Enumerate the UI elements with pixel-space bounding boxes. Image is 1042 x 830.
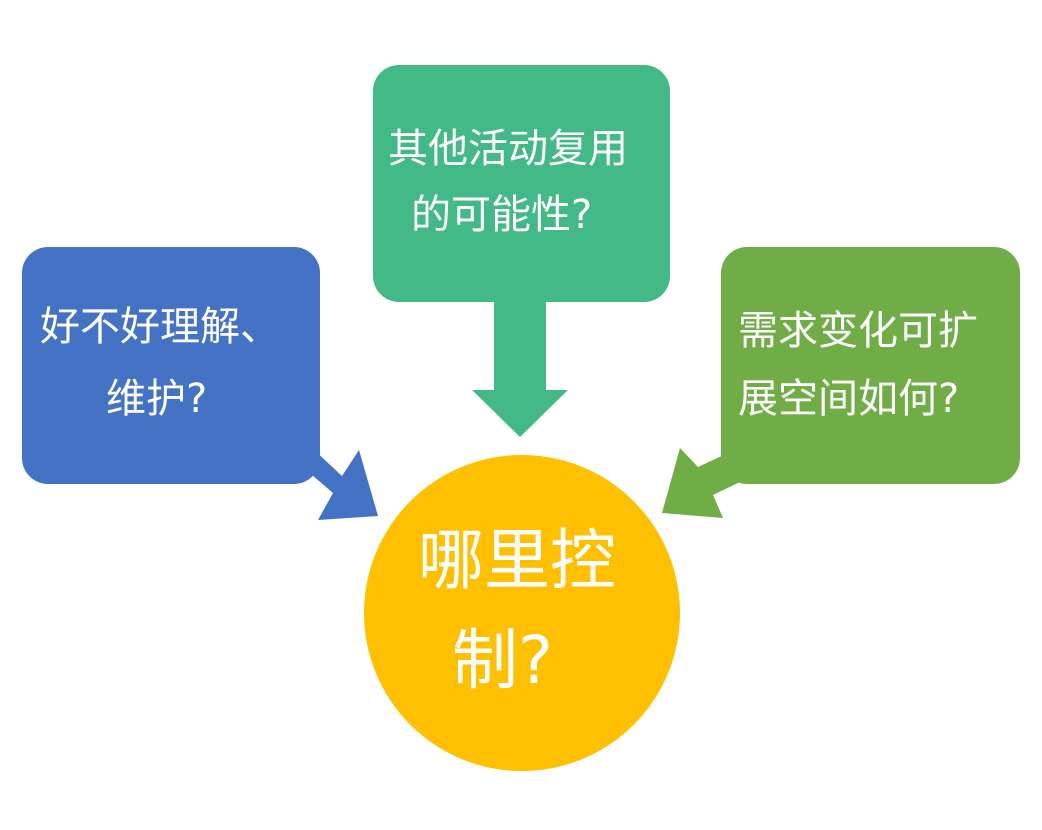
box-extensibility: 需求变化可扩 展空间如何? bbox=[721, 247, 1020, 484]
center-line2: 制? bbox=[452, 622, 554, 699]
arrow-top-to-center bbox=[472, 302, 568, 437]
box-understand-maintain: 好不好理解、 维护? bbox=[22, 247, 320, 484]
center-line1: 哪里控 bbox=[418, 522, 616, 599]
center-circle: 哪里控 制? bbox=[364, 455, 680, 771]
box-right-line2: 展空间如何? bbox=[738, 376, 960, 422]
box-left-line2: 维护? bbox=[106, 376, 208, 422]
box-left-line1: 好不好理解、 bbox=[40, 304, 280, 350]
arrow-left-to-center bbox=[304, 448, 378, 520]
box-top-line1: 其他活动复用 bbox=[388, 126, 628, 172]
box-right-line1: 需求变化可扩 bbox=[738, 308, 978, 354]
box-top-line2: 的可能性? bbox=[411, 192, 593, 238]
box-reuse-possibility: 其他活动复用 的可能性? bbox=[373, 65, 670, 302]
